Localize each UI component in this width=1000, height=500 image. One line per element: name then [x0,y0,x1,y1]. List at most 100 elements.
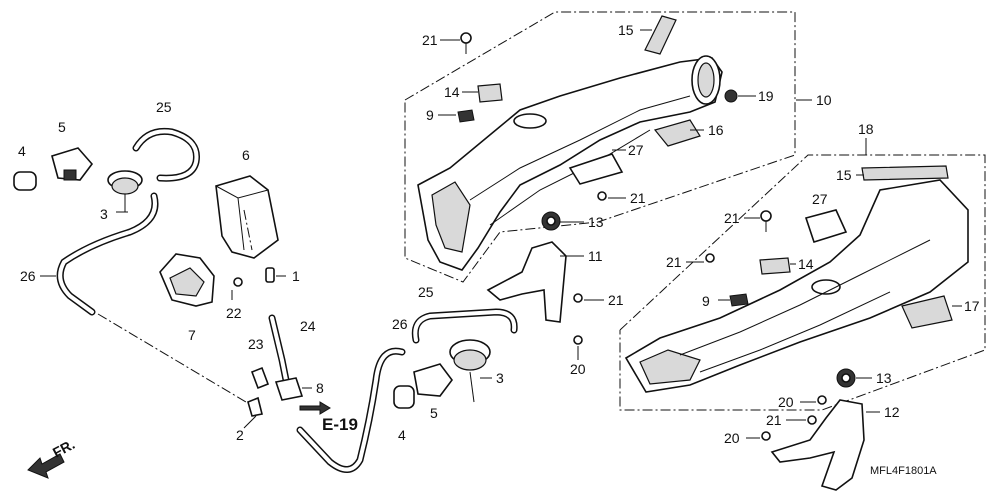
callout-9-lower: 9 [702,293,710,309]
callout-20-b: 20 [778,394,794,410]
fitting-1 [265,267,275,283]
upper-duct-opening-inner [697,62,715,98]
callout-21-a: 21 [422,32,438,48]
callout-20-c: 20 [724,430,740,446]
lower-duct-seam-2 [699,291,891,373]
joint-2 [247,396,263,417]
upper-duct-seam [469,95,691,201]
callout-18: 18 [858,121,874,137]
upper-duct-group [404,11,796,283]
bracket-11-group [486,191,607,345]
callout-16: 16 [708,122,724,138]
diagram-code: MFL4F1801A [870,465,937,477]
callout-24: 24 [300,318,316,334]
seal-27-lower [804,209,848,243]
upper-group-border [404,11,796,283]
clip-19 [724,89,738,103]
seal-14-upper [477,83,503,103]
bolt-21-a [460,32,472,44]
left-vacuum-group [13,127,331,417]
e19-arrow [299,401,331,415]
callout-21-e: 21 [666,254,682,270]
callout-20-a: 20 [570,361,586,377]
bolt-20-c [761,431,771,441]
tube-23 [250,366,270,390]
callout-27-upper: 27 [628,142,644,158]
clip-9-upper [457,109,475,123]
upper-duct-seam-2 [489,129,651,226]
upper-air-duct [417,57,723,271]
bolt-21-b [597,191,607,201]
lower-duct-group [619,154,986,411]
callout-27-lower: 27 [812,191,828,207]
callout-14-lower: 14 [798,256,814,272]
seal-16 [653,119,701,147]
lower-duct-port [811,279,841,295]
check-valve-8 [274,377,304,401]
seal-17 [901,295,953,329]
seal-15-upper [644,15,677,55]
callout-19: 19 [758,88,774,104]
bolt-20-b [817,395,827,405]
bracket-11 [486,241,567,323]
callout-21-c: 21 [608,292,624,308]
front-arrow-icon [27,453,65,479]
callout-4-left: 4 [18,143,26,159]
solenoid-5-left [51,147,94,181]
callout-12: 12 [884,404,900,420]
callouts: 1 2 3 3 4 4 5 5 6 7 8 9 9 10 11 12 13 13… [18,22,980,446]
bolt-20-a [573,335,583,345]
callout-6: 6 [242,147,250,163]
cap-4-left [13,171,37,191]
callout-3-left: 3 [100,206,108,222]
callout-26-center: 26 [392,316,408,332]
callout-22: 22 [226,305,242,321]
lower-duct-inner [639,349,701,385]
callout-11: 11 [588,248,603,264]
lower-group-border [619,154,986,411]
bolt-21-f [807,415,817,425]
callout-17: 17 [964,298,980,314]
callout-25-left: 25 [156,99,172,115]
callout-8: 8 [316,380,324,396]
lower-air-duct [624,179,969,393]
callout-13-upper: 13 [588,214,604,230]
callout-4-center: 4 [398,427,406,443]
seal-15-lower [861,165,949,181]
bolt-21-c [573,293,583,303]
callout-10: 10 [816,92,832,108]
cap-4-center [393,385,415,409]
callout-5-center: 5 [430,405,438,421]
bolt-21-e [705,253,715,263]
callout-9-upper: 9 [426,107,434,123]
callout-1: 1 [292,268,300,284]
callout-15-lower: 15 [836,167,852,183]
callout-5-left: 5 [58,119,66,135]
seal-27-upper [568,153,624,185]
lower-duct-seam [679,239,931,356]
bolt-22 [233,277,243,287]
clip-9-lower [729,293,749,307]
bracket-12 [770,399,865,491]
callout-25-center: 25 [418,284,434,300]
reservoir-6 [215,175,279,259]
callout-23: 23 [248,336,264,352]
callout-3-center: 3 [496,370,504,386]
callout-26-left: 26 [20,268,36,284]
callout-13-lower: 13 [876,370,892,386]
callout-21-b: 21 [630,190,646,206]
callout-7: 7 [188,327,196,343]
callout-14-upper: 14 [444,84,460,100]
callout-2: 2 [236,427,244,443]
leader-lines [40,29,962,439]
bolt-21-d [760,210,772,222]
callout-21-f: 21 [766,412,782,428]
upper-duct-port [513,113,547,129]
front-direction-indicator [27,453,65,479]
solenoid-5-center [413,363,453,397]
callout-21-d: 21 [724,210,740,226]
callout-15-upper: 15 [618,22,634,38]
reference-e19: E-19 [322,415,358,434]
bracket-12-group [705,253,865,491]
